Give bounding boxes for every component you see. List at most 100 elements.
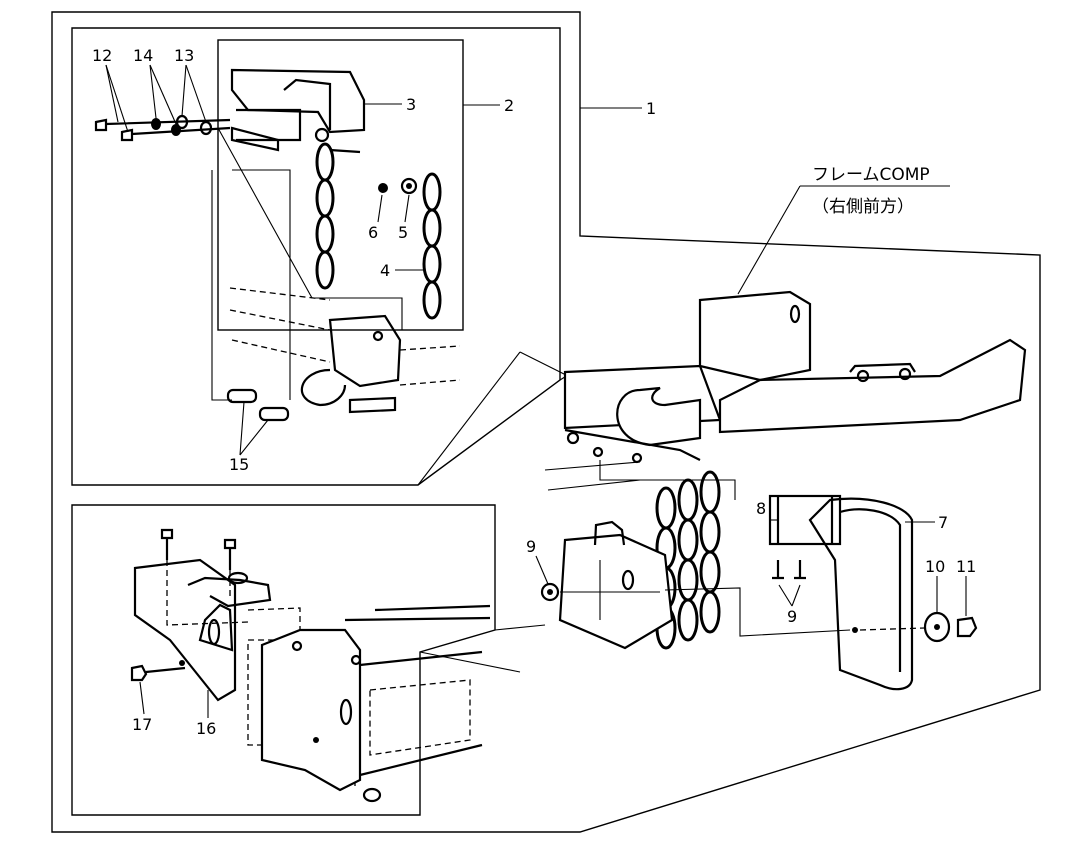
frame-hole xyxy=(789,304,801,324)
leader-line-17 xyxy=(139,681,145,715)
bolt xyxy=(856,369,870,383)
frame-lower-rail xyxy=(359,650,483,777)
callout-14: 14 xyxy=(133,46,153,65)
frame-label-leader xyxy=(737,185,801,295)
washer-part-10 xyxy=(923,611,951,643)
outer-frame xyxy=(51,11,1041,833)
callout-2: 2 xyxy=(504,96,514,115)
bracket-main xyxy=(564,428,701,461)
leader-line-12 xyxy=(105,64,119,123)
washer-part-14 xyxy=(151,118,161,130)
leader-line xyxy=(239,401,269,456)
leader-line xyxy=(217,127,403,330)
connector-line xyxy=(419,651,521,673)
mudflap-inner xyxy=(839,508,902,672)
frame-rail xyxy=(698,290,812,382)
frame-sketch xyxy=(328,314,402,388)
frame-bolt xyxy=(350,654,362,666)
bushing-part-15 xyxy=(226,388,258,404)
bolt-part-12 xyxy=(120,126,231,142)
leader-line-12 xyxy=(105,64,129,133)
plate-slot xyxy=(621,569,635,591)
leader-line-6 xyxy=(377,194,383,223)
hook-sketch xyxy=(300,368,347,407)
dashed-guide xyxy=(166,560,249,626)
callout-11: 11 xyxy=(956,557,976,576)
leader-line-13 xyxy=(181,64,187,117)
bolt-hole xyxy=(179,660,185,666)
connector-line xyxy=(519,351,567,376)
callout-7: 7 xyxy=(938,513,948,532)
leader-line xyxy=(599,460,736,500)
leader-line xyxy=(859,627,926,631)
frame-lower-top xyxy=(344,604,491,622)
leader-line xyxy=(778,584,801,607)
bolt-part-9-inner xyxy=(547,589,553,595)
bracket-detail xyxy=(236,108,302,142)
frame-lower-hole xyxy=(313,737,319,743)
pin-sketch xyxy=(348,396,397,414)
connector-line xyxy=(417,351,521,486)
bolt-part-12 xyxy=(94,118,231,132)
callout-15: 15 xyxy=(229,455,249,474)
washer-lower xyxy=(362,787,382,803)
callout-8: 8 xyxy=(756,499,766,518)
bolt-hole xyxy=(372,330,384,342)
bolt-part-9-right xyxy=(794,560,806,580)
chain-main-3 xyxy=(699,470,721,634)
callout-5: 5 xyxy=(398,223,408,242)
frame-sketch xyxy=(544,461,641,491)
bracket-part-16 xyxy=(133,558,237,702)
washer-part-5-hole xyxy=(406,183,412,189)
callout-9a: 9 xyxy=(526,537,536,556)
callout-17: 17 xyxy=(132,715,152,734)
callout-13: 13 xyxy=(174,46,194,65)
mount-hole xyxy=(852,627,858,633)
bolt-top xyxy=(223,538,237,570)
washer-part-13 xyxy=(199,120,213,136)
nut-part-11 xyxy=(956,616,978,638)
bolt xyxy=(631,452,643,464)
callout-12: 12 xyxy=(92,46,112,65)
callout-1: 1 xyxy=(646,99,656,118)
leader-line-14 xyxy=(149,64,157,119)
inner-box-2 xyxy=(217,39,464,331)
leader-line-14 xyxy=(149,64,177,125)
mudflap-part-7 xyxy=(808,497,914,691)
callout-9b: 9 xyxy=(787,607,797,626)
frame-sketch xyxy=(399,345,461,386)
washer-part-5 xyxy=(400,177,418,195)
bolt-part-17 xyxy=(130,664,186,682)
bracket-detail xyxy=(230,126,280,152)
leader-line-9a xyxy=(535,555,549,585)
chain-part-4 xyxy=(422,172,442,320)
frame-bolt xyxy=(291,640,303,652)
chain-upper-left xyxy=(315,142,335,290)
callout-10: 10 xyxy=(925,557,945,576)
leader-line xyxy=(211,170,232,401)
bolt xyxy=(566,431,580,445)
bolt xyxy=(898,367,912,381)
leader-line xyxy=(232,169,291,400)
bolt-top xyxy=(160,528,174,560)
frame-sketch xyxy=(229,287,331,363)
callout-16: 16 xyxy=(196,719,216,738)
frame-label-line-2: （右側前方） xyxy=(812,197,914,217)
leader-line-13 xyxy=(185,64,207,123)
leader-line xyxy=(664,587,851,637)
bolt-part-9 xyxy=(540,582,560,602)
frame-label-line-1: フレームCOMP xyxy=(812,165,930,185)
leader-line-5 xyxy=(404,194,410,223)
u-bracket xyxy=(593,520,626,546)
bracket-detail xyxy=(283,78,332,130)
callout-4: 4 xyxy=(380,261,390,280)
callout-6: 6 xyxy=(368,223,378,242)
washer-part-10-hole xyxy=(934,624,940,630)
cross-member xyxy=(718,338,1027,434)
bolt xyxy=(592,446,604,458)
callout-3: 3 xyxy=(406,95,416,114)
frame-lower-detail xyxy=(369,679,471,756)
upper-inset-box xyxy=(71,27,561,486)
frame-lower xyxy=(260,628,362,792)
cross-member-detail xyxy=(849,362,916,373)
